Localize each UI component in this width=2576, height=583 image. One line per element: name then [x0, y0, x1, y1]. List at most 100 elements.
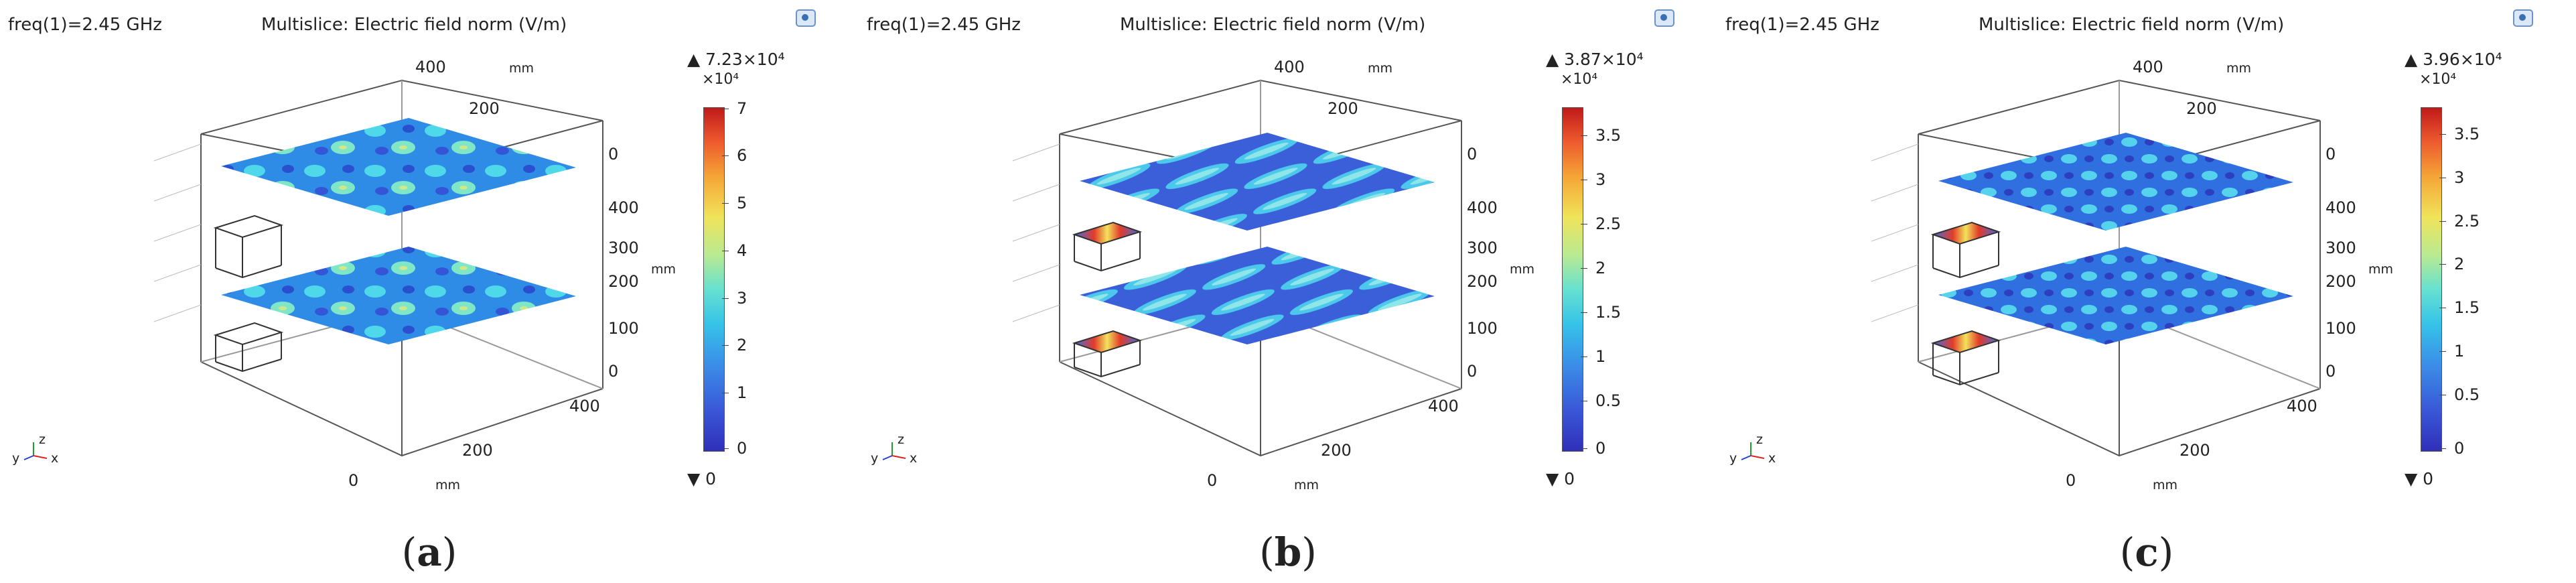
top-tick-1: 200	[2186, 99, 2217, 118]
caption: (a)	[401, 529, 457, 575]
colorbar-tick: 6	[721, 146, 747, 165]
bottom-tick-1: 200	[1321, 441, 1352, 460]
top-tick-1: 200	[1328, 99, 1358, 118]
bottom-unit: mm	[2153, 478, 2177, 493]
side-tick-3: 200	[1467, 272, 1498, 291]
caption: (b)	[1259, 529, 1317, 575]
top-tick-0: 400	[415, 58, 446, 76]
side-unit: mm	[1510, 262, 1534, 277]
bottom-tick-1: 200	[462, 441, 493, 460]
colorbar-tick: 1.5	[2439, 298, 2480, 317]
bottom-unit: mm	[435, 478, 460, 493]
colorbar-tick: 0	[2439, 439, 2465, 458]
lower-slice	[1080, 247, 1435, 344]
colorbar-tick: 3.5	[1580, 126, 1622, 145]
top-unit: mm	[509, 61, 534, 76]
camera-icon[interactable]	[1654, 9, 1674, 27]
bottom-tick-0: 400	[569, 397, 600, 415]
side-tick-4: 100	[608, 319, 639, 338]
frequency-label: freq(1)=2.45 GHz	[867, 15, 1021, 35]
panel-a: freq(1)=2.45 GHz Multislice: Electric fi…	[0, 0, 859, 583]
multislice-plot[interactable]: 400 200 mm 0 400 300 mm 200 100 0 400 20…	[859, 0, 1717, 583]
side-tick-1: 400	[2325, 198, 2356, 217]
source-box-upper	[213, 214, 284, 279]
grid-lines	[153, 143, 202, 322]
upper-slice	[221, 118, 576, 216]
side-tick-0: 0	[608, 145, 618, 164]
top-tick-1: 200	[469, 99, 500, 118]
triad-x: x	[910, 451, 917, 466]
source-box-lower	[213, 322, 284, 373]
axis-triad: z x y	[871, 432, 917, 466]
multislice-plot[interactable]: 400 200 mm 0 400 300 mm 200 100 0 400 20…	[1717, 0, 2576, 583]
colorbar-min: ▼ 0	[687, 469, 717, 489]
plot-title: Multislice: Electric field norm (V/m)	[1120, 15, 1426, 35]
colorbar-min: ▼ 0	[1546, 469, 1575, 489]
colorbar-tick: 2	[721, 336, 747, 354]
colorbar-tick: 1	[1580, 347, 1606, 366]
colorbar-tick: 0.5	[1580, 391, 1622, 410]
colorbar-tick: 4	[721, 241, 747, 260]
side-tick-1: 400	[1467, 198, 1498, 217]
colorbar-exponent: ×10⁴	[1561, 71, 1598, 88]
side-tick-5: 0	[608, 362, 618, 381]
colorbar	[2421, 107, 2442, 452]
triad-y: y	[1729, 451, 1737, 466]
triad-x: x	[51, 451, 58, 466]
colorbar-tick: 2	[2439, 255, 2465, 273]
colorbar-tick: 1	[2439, 342, 2465, 361]
colorbar	[703, 107, 725, 452]
colorbar-exponent: ×10⁴	[702, 71, 739, 88]
colorbar-tick: 7	[721, 99, 747, 118]
top-unit: mm	[2226, 61, 2251, 76]
side-tick-2: 300	[1467, 239, 1498, 257]
panel-b: freq(1)=2.45 GHz Multislice: Electric fi…	[859, 0, 1717, 583]
side-tick-3: 200	[608, 272, 639, 291]
colorbar-tick: 0	[1580, 439, 1606, 458]
triad-z: z	[898, 432, 904, 447]
side-tick-4: 100	[1467, 319, 1498, 338]
colorbar	[1562, 107, 1583, 452]
bottom-unit: mm	[1294, 478, 1319, 493]
lower-slice	[1938, 247, 2293, 344]
side-tick-4: 100	[2325, 319, 2356, 338]
colorbar-max: ▲ 7.23×10⁴	[687, 50, 785, 69]
bottom-tick-0: 400	[1428, 397, 1459, 415]
colorbar-tick: 2	[1580, 259, 1606, 277]
triad-x: x	[1768, 451, 1776, 466]
upper-slice	[1938, 133, 2293, 231]
colorbar-tick: 2.5	[1580, 214, 1622, 233]
top-tick-0: 400	[1274, 58, 1305, 76]
frequency-label: freq(1)=2.45 GHz	[8, 15, 162, 35]
triad-y: y	[871, 451, 878, 466]
source-box-upper	[1930, 221, 2001, 279]
source-box-lower	[1930, 330, 2001, 386]
colorbar-tick: 3.5	[2439, 125, 2480, 143]
caption: (c)	[2119, 529, 2174, 575]
source-box-upper	[1072, 221, 1143, 272]
side-tick-3: 200	[2325, 272, 2356, 291]
colorbar-tick: 5	[721, 194, 747, 212]
grid-lines	[1871, 143, 1919, 322]
axis-triad: z x y	[12, 432, 58, 466]
triad-z: z	[39, 432, 46, 447]
bottom-tick-2: 0	[348, 471, 358, 490]
camera-icon[interactable]	[2513, 9, 2533, 27]
side-tick-5: 0	[2325, 362, 2336, 381]
side-tick-5: 0	[1467, 362, 1477, 381]
top-tick-0: 400	[2133, 58, 2163, 76]
colorbar-max: ▲ 3.96×10⁴	[2405, 50, 2502, 69]
colorbar-max: ▲ 3.87×10⁴	[1546, 50, 1644, 69]
side-unit: mm	[2368, 262, 2393, 277]
triad-z: z	[1756, 432, 1763, 447]
plot-title: Multislice: Electric field norm (V/m)	[1979, 15, 2285, 35]
colorbar-tick: 0	[721, 439, 747, 458]
source-box-lower	[1072, 330, 1143, 378]
side-tick-1: 400	[608, 198, 639, 217]
bottom-tick-2: 0	[2066, 471, 2076, 490]
top-unit: mm	[1368, 61, 1392, 76]
camera-icon[interactable]	[796, 9, 816, 27]
multislice-plot[interactable]: 400 200 mm 0 400 3 0 0 mm 200 100 0 400 20…	[0, 0, 859, 583]
axis-triad: z x y	[1729, 432, 1776, 466]
colorbar-tick: 3	[721, 289, 747, 308]
